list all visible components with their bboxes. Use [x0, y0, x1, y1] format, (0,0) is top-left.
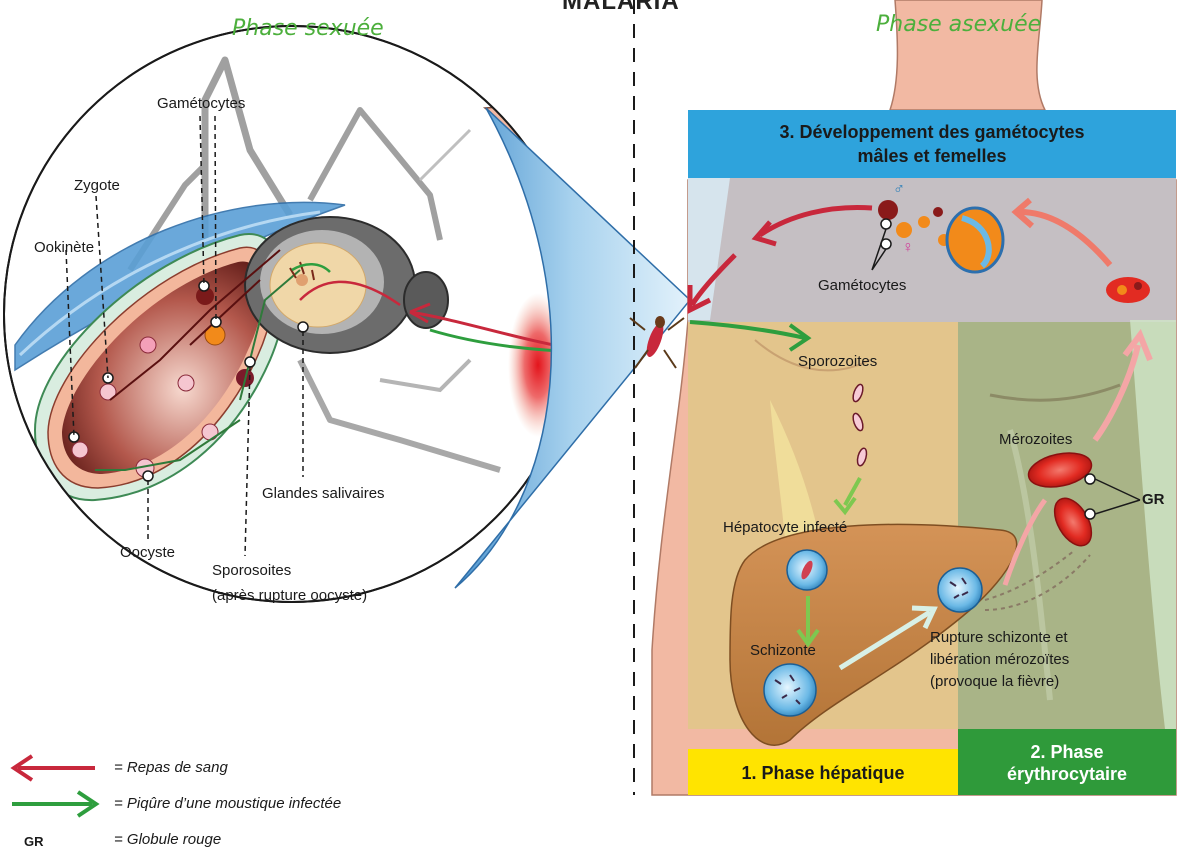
- banner-gametocyte-development: 3. Développement des gamétocytes mâles e…: [688, 112, 1176, 176]
- label-sporozoites-mosquito-2: (après rupture oocyste): [212, 586, 367, 605]
- banner-erythrocytic-line2: érythrocytaire: [1007, 763, 1127, 785]
- label-salivary-glands: Glandes salivaires: [262, 484, 385, 503]
- label-sporozoites-mosquito-1: Sporosoites: [212, 561, 291, 580]
- banner-gametocyte-development-line1: 3. Développement des gamétocytes: [779, 120, 1084, 144]
- legend-infected-bite: = Piqûre d’une moustique infectée: [114, 795, 341, 812]
- label-schizont: Schizonte: [750, 641, 816, 660]
- label-merozoites: Mérozoites: [999, 430, 1072, 449]
- banner-gametocyte-development-line2: mâles et femelles: [857, 144, 1006, 168]
- label-gr: GR: [1142, 490, 1165, 509]
- female-symbol: ♀: [902, 238, 914, 257]
- asexual-phase-title: Phase asexuée: [876, 12, 1041, 37]
- label-ookinete: Ookinète: [34, 238, 94, 257]
- label-infected-hepatocyte: Hépatocyte infecté: [723, 518, 847, 537]
- mosquito-magnifier: [4, 26, 600, 602]
- sexual-phase-title: Phase sexuée: [232, 16, 384, 41]
- diagram-title-cropped: MALARIA: [562, 0, 727, 14]
- banner-erythrocytic-line1: 2. Phase: [1030, 741, 1103, 763]
- label-gametocytes-mosquito: Gamétocytes: [157, 94, 245, 113]
- label-zygote: Zygote: [74, 176, 120, 195]
- legend-red-cell: = Globule rouge: [114, 831, 221, 848]
- label-oocyst: Oocyste: [120, 543, 175, 562]
- banner-hepatic-phase: 1. Phase hépatique: [688, 751, 958, 795]
- label-rupture-2: libération mérozoïtes: [930, 650, 1069, 669]
- banner-erythrocytic-phase: 2. Phase érythrocytaire: [958, 731, 1176, 795]
- legend-gr-key: GR: [24, 834, 44, 849]
- label-sporozoites-human: Sporozoites: [798, 352, 877, 371]
- legend-blood-meal: = Repas de sang: [114, 759, 228, 776]
- label-gametocytes-human: Gamétocytes: [818, 276, 906, 295]
- legend: [12, 756, 96, 816]
- label-rupture-1: Rupture schizonte et: [930, 628, 1068, 647]
- male-symbol: ♂: [893, 180, 905, 199]
- label-rupture-3: (provoque la fièvre): [930, 672, 1059, 691]
